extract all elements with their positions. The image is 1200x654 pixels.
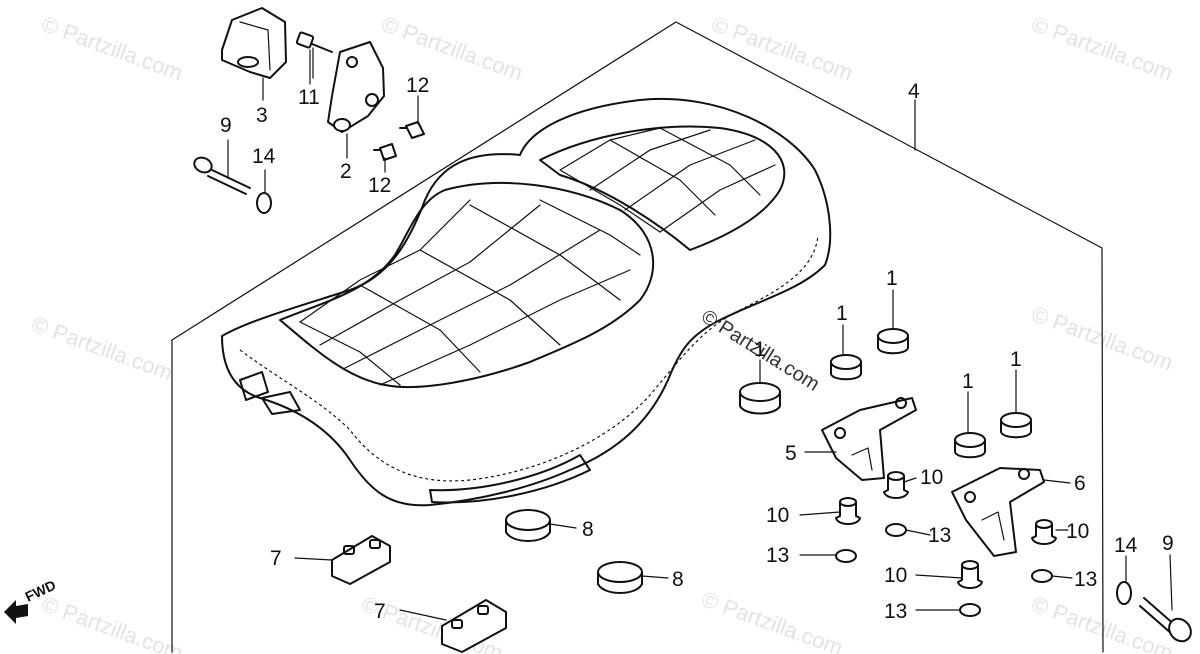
part-10-collar bbox=[957, 560, 983, 589]
callout-1: 1 bbox=[754, 338, 766, 361]
callout-13: 13 bbox=[766, 544, 789, 567]
callout-2: 2 bbox=[340, 160, 352, 183]
part-8-cushion bbox=[505, 509, 551, 542]
callout-10: 10 bbox=[1066, 520, 1089, 543]
part-11-bolt bbox=[295, 31, 333, 79]
callout-13: 13 bbox=[1074, 568, 1097, 591]
callout-10: 10 bbox=[920, 466, 943, 489]
part-7-block bbox=[441, 599, 507, 653]
watermark-text: © Partzilla.com bbox=[38, 11, 186, 85]
callout-12: 12 bbox=[406, 74, 429, 97]
callout-13: 13 bbox=[928, 524, 951, 547]
part-12-screw-upper bbox=[399, 121, 425, 139]
callout-14: 14 bbox=[252, 145, 276, 168]
leader-lines bbox=[227, 49, 1173, 621]
part-14-washer-left bbox=[256, 192, 272, 214]
assembly-boundary bbox=[171, 21, 1104, 653]
watermark-text: © Partzilla.com bbox=[378, 11, 526, 85]
callout-8: 8 bbox=[672, 568, 684, 591]
part-14-washer-right bbox=[1116, 581, 1132, 605]
callout-1: 1 bbox=[1010, 348, 1022, 371]
watermark-text: © Partzilla.com bbox=[38, 591, 186, 654]
callout-8: 8 bbox=[582, 518, 594, 541]
part-1-grommet bbox=[830, 354, 862, 381]
callout-12: 12 bbox=[368, 174, 391, 197]
rear-pad-stitching bbox=[559, 127, 776, 233]
part-13-nut bbox=[959, 603, 981, 617]
part-2-plate bbox=[327, 41, 385, 133]
callout-1: 1 bbox=[836, 302, 848, 325]
part-10-collar bbox=[883, 471, 909, 499]
callout-11: 11 bbox=[298, 86, 320, 109]
part-8-cushion bbox=[739, 382, 781, 415]
callout-10: 10 bbox=[884, 564, 907, 587]
callout-9: 9 bbox=[220, 114, 232, 137]
part-6-bracket bbox=[951, 467, 1045, 557]
callout-13: 13 bbox=[884, 600, 907, 623]
callout-1: 1 bbox=[886, 267, 898, 290]
part-10-collar bbox=[835, 497, 861, 525]
callout-labels: 1 1 1 1 1 2 3 4 5 6 7 7 8 8 8 9 9 10 10 … bbox=[220, 74, 1174, 623]
part-13-nut bbox=[835, 549, 857, 563]
front-pad-stitching bbox=[299, 199, 641, 386]
part-7-block bbox=[331, 535, 391, 585]
watermark-text: © Partzilla.com bbox=[698, 586, 846, 654]
part-8-cushion bbox=[597, 561, 643, 594]
callout-9: 9 bbox=[1162, 532, 1174, 555]
callout-4: 4 bbox=[908, 80, 920, 103]
seat bbox=[221, 98, 832, 507]
part-10-collar bbox=[1031, 519, 1057, 545]
watermark-text: © Partzilla.com bbox=[1028, 591, 1176, 654]
part-12-screw-lower bbox=[373, 143, 397, 161]
watermark-text: © Partzilla.com bbox=[28, 311, 176, 385]
part-13-nut bbox=[1031, 569, 1053, 583]
fwd-arrow-icon bbox=[4, 600, 28, 624]
callout-14: 14 bbox=[1114, 534, 1138, 557]
callout-5: 5 bbox=[785, 442, 797, 465]
part-1-grommet bbox=[1000, 412, 1032, 439]
part-1-grommet bbox=[877, 328, 909, 355]
watermark-text: © Partzilla.com bbox=[708, 11, 856, 85]
part-13-nut bbox=[885, 523, 907, 537]
callout-7: 7 bbox=[270, 547, 282, 570]
part-5-bracket bbox=[821, 397, 917, 481]
callout-6: 6 bbox=[1074, 472, 1086, 495]
part-1-grommet bbox=[954, 432, 986, 459]
part-9-bolt-right bbox=[1139, 597, 1192, 643]
callout-1: 1 bbox=[962, 370, 974, 393]
part-9-bolt-left bbox=[193, 156, 251, 195]
callout-7: 7 bbox=[374, 600, 386, 623]
part-3-hinge-bracket bbox=[221, 7, 287, 79]
watermark-text: © Partzilla.com bbox=[1028, 11, 1176, 85]
callout-3: 3 bbox=[256, 104, 268, 127]
callout-10: 10 bbox=[766, 504, 789, 527]
